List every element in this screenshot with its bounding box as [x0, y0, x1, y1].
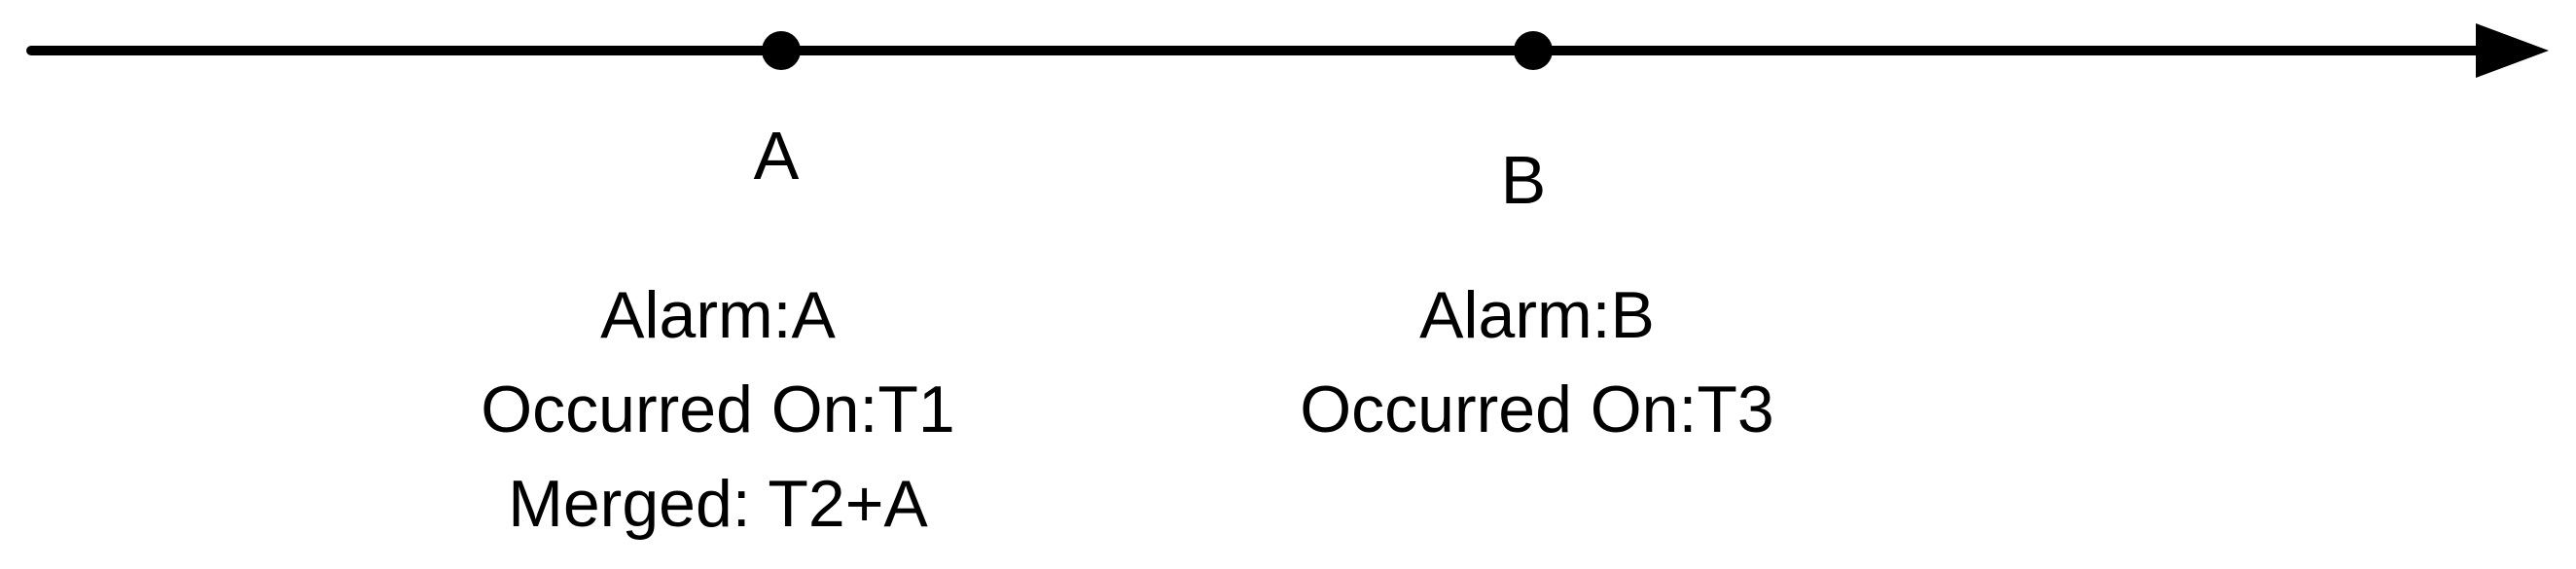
event-details-b: Alarm:B Occurred On:T3 — [1300, 268, 1774, 457]
event-label-a: A — [753, 118, 800, 194]
event-b-alarm: Alarm:B — [1419, 278, 1655, 352]
event-marker-a — [762, 31, 801, 70]
event-details-a: Alarm:A Occurred On:T1 Merged: T2+A — [481, 268, 955, 551]
event-label-b: B — [1500, 142, 1547, 218]
event-a-alarm: Alarm:A — [600, 278, 836, 352]
event-a-occurred-on: Occurred On:T1 — [481, 373, 955, 446]
event-b-occurred-on: Occurred On:T3 — [1300, 373, 1774, 446]
event-marker-b — [1514, 31, 1553, 70]
timeline-arrowhead — [2476, 23, 2549, 78]
event-a-merged: Merged: T2+A — [508, 467, 928, 541]
